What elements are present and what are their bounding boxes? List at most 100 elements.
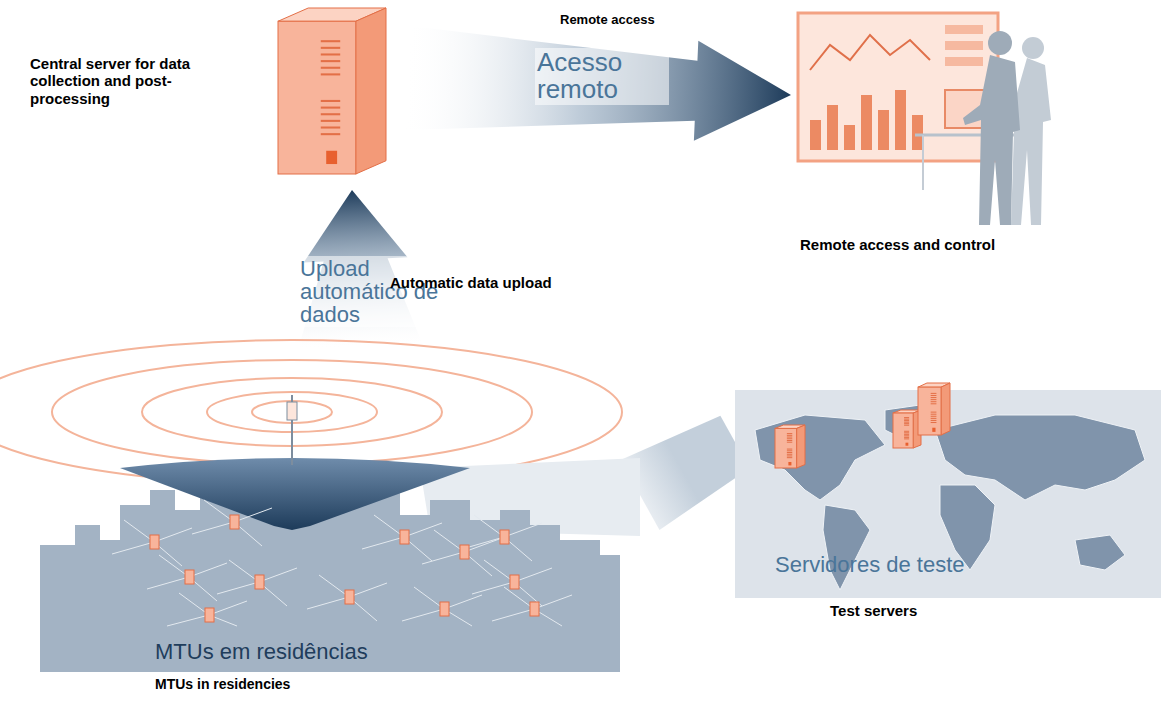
mtu-link	[209, 601, 247, 615]
mtu-link	[504, 523, 542, 537]
mtu-link	[464, 538, 502, 552]
server-slat	[904, 425, 909, 426]
server-slat	[787, 440, 792, 441]
mtu-unit	[460, 545, 469, 559]
server-slat	[787, 435, 792, 436]
server-light	[932, 428, 935, 432]
remote-access-station: Remote access and control	[795, 10, 1057, 260]
server-slat	[787, 455, 792, 456]
server-slat	[931, 399, 937, 400]
mtu-link	[167, 615, 209, 626]
mtu-link	[422, 552, 464, 564]
node-title: MTUs em residências	[155, 639, 368, 664]
bar	[844, 125, 855, 150]
mtu-unit	[400, 530, 409, 544]
server-icon	[775, 425, 805, 468]
server-slat	[321, 107, 340, 109]
server-slat	[904, 434, 909, 435]
server-slat	[321, 100, 340, 102]
server-slat	[931, 401, 937, 402]
illustration	[795, 10, 1057, 260]
signal-ring	[252, 401, 332, 423]
server-slat	[787, 454, 792, 455]
server-slat	[904, 431, 909, 432]
mtu-link	[402, 609, 444, 621]
mtu-link	[362, 537, 404, 549]
mtu-city: MTUs em residênciasMTUs in residencies	[0, 340, 640, 702]
server-slat	[931, 397, 937, 398]
server-front	[775, 428, 797, 468]
mtu-link	[147, 577, 189, 589]
mtu-link	[404, 523, 442, 537]
mtu-link	[112, 542, 154, 554]
mtu-link	[492, 609, 534, 621]
server-slat	[931, 414, 937, 415]
illustration	[735, 390, 1161, 622]
server-front	[918, 387, 941, 435]
server-slat	[904, 419, 909, 420]
person-head	[988, 31, 1012, 55]
mtu-unit	[510, 575, 519, 589]
bar	[810, 120, 821, 150]
server-slat	[904, 417, 909, 418]
server-slat	[904, 422, 909, 423]
server-side	[797, 425, 805, 468]
server-slat	[931, 412, 937, 413]
server-slat	[321, 67, 340, 69]
node-subtitle: Test servers	[830, 602, 917, 619]
edge-label: Acesso remoto	[535, 48, 669, 105]
panel-box	[945, 57, 983, 66]
server-slat	[904, 435, 909, 436]
server-slat	[787, 450, 792, 451]
bar	[827, 105, 838, 150]
node-title: Servidores de teste	[775, 552, 965, 577]
server-slat	[321, 47, 340, 49]
node-title: Central server for data collection and p…	[30, 55, 235, 107]
arrow-caption: Automatic data upload	[390, 274, 552, 291]
server-slat	[931, 403, 937, 404]
mtu-link	[234, 508, 272, 522]
server-slat	[321, 73, 340, 75]
server-light	[326, 151, 337, 164]
bar	[878, 110, 889, 150]
mtu-unit	[185, 570, 194, 584]
server-slat	[787, 438, 792, 439]
server-slat	[787, 449, 792, 450]
server-slat	[904, 437, 909, 438]
server-slat	[904, 438, 909, 439]
server-icon	[893, 410, 921, 448]
server-light	[905, 443, 908, 446]
mtu-link	[534, 595, 572, 609]
server-slat	[787, 442, 792, 443]
mtu-unit	[530, 602, 539, 616]
arrow-caption: Remote access	[560, 12, 655, 27]
server-slat	[321, 126, 340, 128]
server-front	[893, 413, 913, 448]
chart-board	[798, 13, 998, 161]
flow-arrow	[406, 26, 791, 141]
mtu-link	[472, 582, 514, 594]
mtu-unit	[440, 602, 449, 616]
server-front	[278, 21, 356, 174]
server-slat	[904, 423, 909, 424]
server-slat	[931, 422, 937, 423]
mtu-unit	[205, 608, 214, 622]
person-head	[1022, 37, 1044, 59]
test-server-map: Servidores de testeTest servers	[735, 390, 1161, 622]
bar	[912, 115, 923, 150]
down-funnel	[120, 458, 470, 530]
illustration	[270, 0, 390, 178]
mtu-link	[154, 528, 192, 542]
mtu-link	[307, 597, 349, 609]
mtu-unit	[500, 530, 509, 544]
mtu-link	[217, 582, 259, 594]
antenna	[287, 402, 297, 420]
server-icon	[918, 383, 950, 435]
server-slat	[931, 393, 937, 394]
server-slat	[931, 416, 937, 417]
server-side	[941, 383, 950, 435]
mtu-link	[192, 522, 234, 534]
server-slat	[931, 395, 937, 396]
line-chart	[810, 35, 930, 70]
